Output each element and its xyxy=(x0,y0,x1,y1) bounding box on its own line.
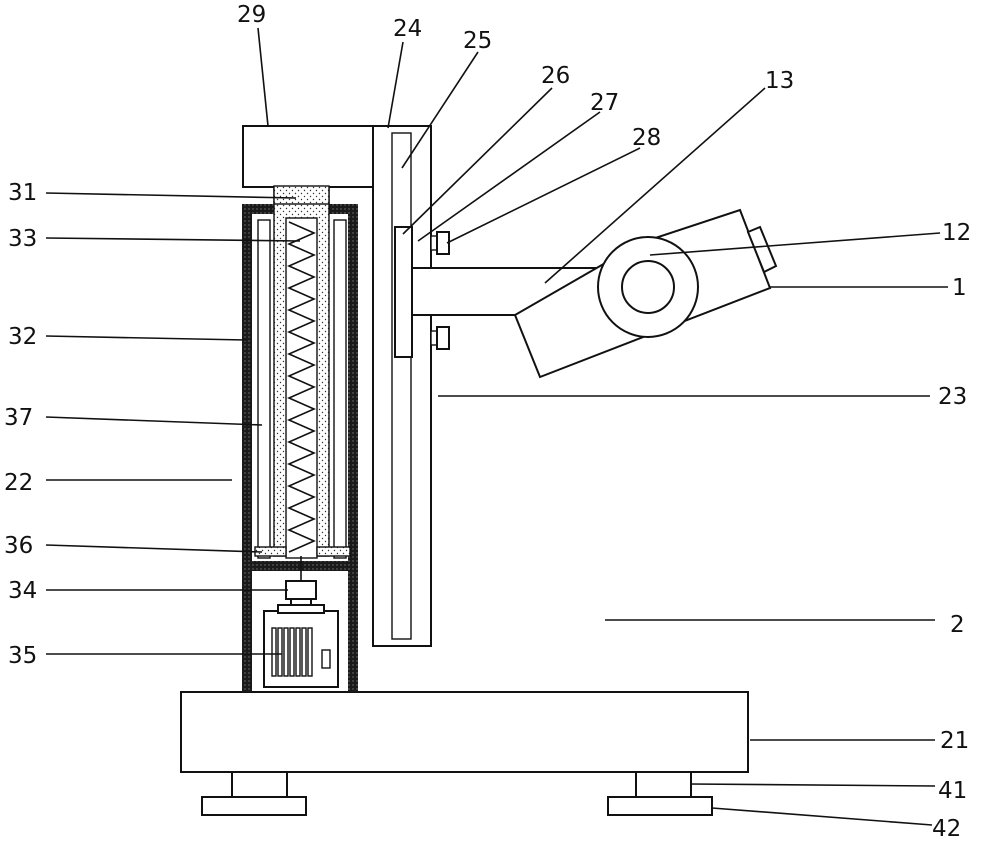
label-36: 36 xyxy=(4,533,33,559)
label-24: 24 xyxy=(393,16,422,42)
label-13: 13 xyxy=(765,68,794,94)
tube-flange-right xyxy=(317,547,350,556)
label-21: 21 xyxy=(940,728,969,754)
label-33: 33 xyxy=(8,226,37,252)
label-41: 41 xyxy=(938,778,967,804)
label-32: 32 xyxy=(8,324,37,350)
column-wall-left xyxy=(242,204,252,692)
lifting-column xyxy=(242,186,358,692)
vertical-plate xyxy=(373,126,431,646)
guide-slot xyxy=(392,133,411,639)
lamp-arm xyxy=(412,210,776,377)
coupling xyxy=(286,581,316,599)
slider-block xyxy=(395,227,412,357)
column-wall-right xyxy=(348,204,358,692)
inner-liner-left xyxy=(258,220,270,558)
column-divider xyxy=(242,561,358,571)
top-cap-dotted xyxy=(274,186,329,204)
leader-29 xyxy=(258,28,268,126)
label-26: 26 xyxy=(541,63,570,89)
label-2: 2 xyxy=(950,612,965,638)
leader-37 xyxy=(46,417,262,425)
motor-fin xyxy=(302,628,306,676)
leader-32 xyxy=(46,336,246,340)
foot-post-right xyxy=(636,772,691,797)
base-plate xyxy=(181,692,748,772)
label-12: 12 xyxy=(942,220,971,246)
label-29: 29 xyxy=(237,2,266,28)
label-23: 23 xyxy=(938,384,967,410)
motor-fins xyxy=(272,628,312,676)
motor-terminal xyxy=(322,650,330,668)
label-37: 37 xyxy=(4,405,33,431)
leader-41 xyxy=(690,784,935,786)
label-27: 27 xyxy=(590,90,619,116)
leader-24 xyxy=(388,42,403,128)
label-1: 1 xyxy=(952,275,967,301)
label-25: 25 xyxy=(463,28,492,54)
base-assembly xyxy=(181,692,748,815)
leader-31 xyxy=(46,193,296,198)
leader-42 xyxy=(712,808,932,825)
column-wall-top-left xyxy=(242,204,275,214)
column-wall-top-right xyxy=(328,204,358,214)
label-22: 22 xyxy=(4,470,33,496)
foot-pad-right xyxy=(608,797,712,815)
motor-fin xyxy=(296,628,300,676)
label-28: 28 xyxy=(632,125,661,151)
top-block xyxy=(243,126,373,187)
bolt-head-lower xyxy=(437,327,449,349)
label-35: 35 xyxy=(8,643,37,669)
motor-fin xyxy=(284,628,288,676)
motor-fin xyxy=(272,628,276,676)
motor-fin xyxy=(290,628,294,676)
foot-pad-left xyxy=(202,797,306,815)
leader-25 xyxy=(402,52,478,168)
motor-fin xyxy=(278,628,282,676)
leader-36 xyxy=(46,545,262,552)
motor-flange xyxy=(278,605,324,613)
label-34: 34 xyxy=(8,578,37,604)
lamp-ring-inner xyxy=(622,261,674,313)
inner-liner-right xyxy=(334,220,346,558)
leader-27 xyxy=(418,112,600,241)
motor-fin xyxy=(308,628,312,676)
label-31: 31 xyxy=(8,180,37,206)
foot-post-left xyxy=(232,772,287,797)
label-42: 42 xyxy=(932,816,961,842)
